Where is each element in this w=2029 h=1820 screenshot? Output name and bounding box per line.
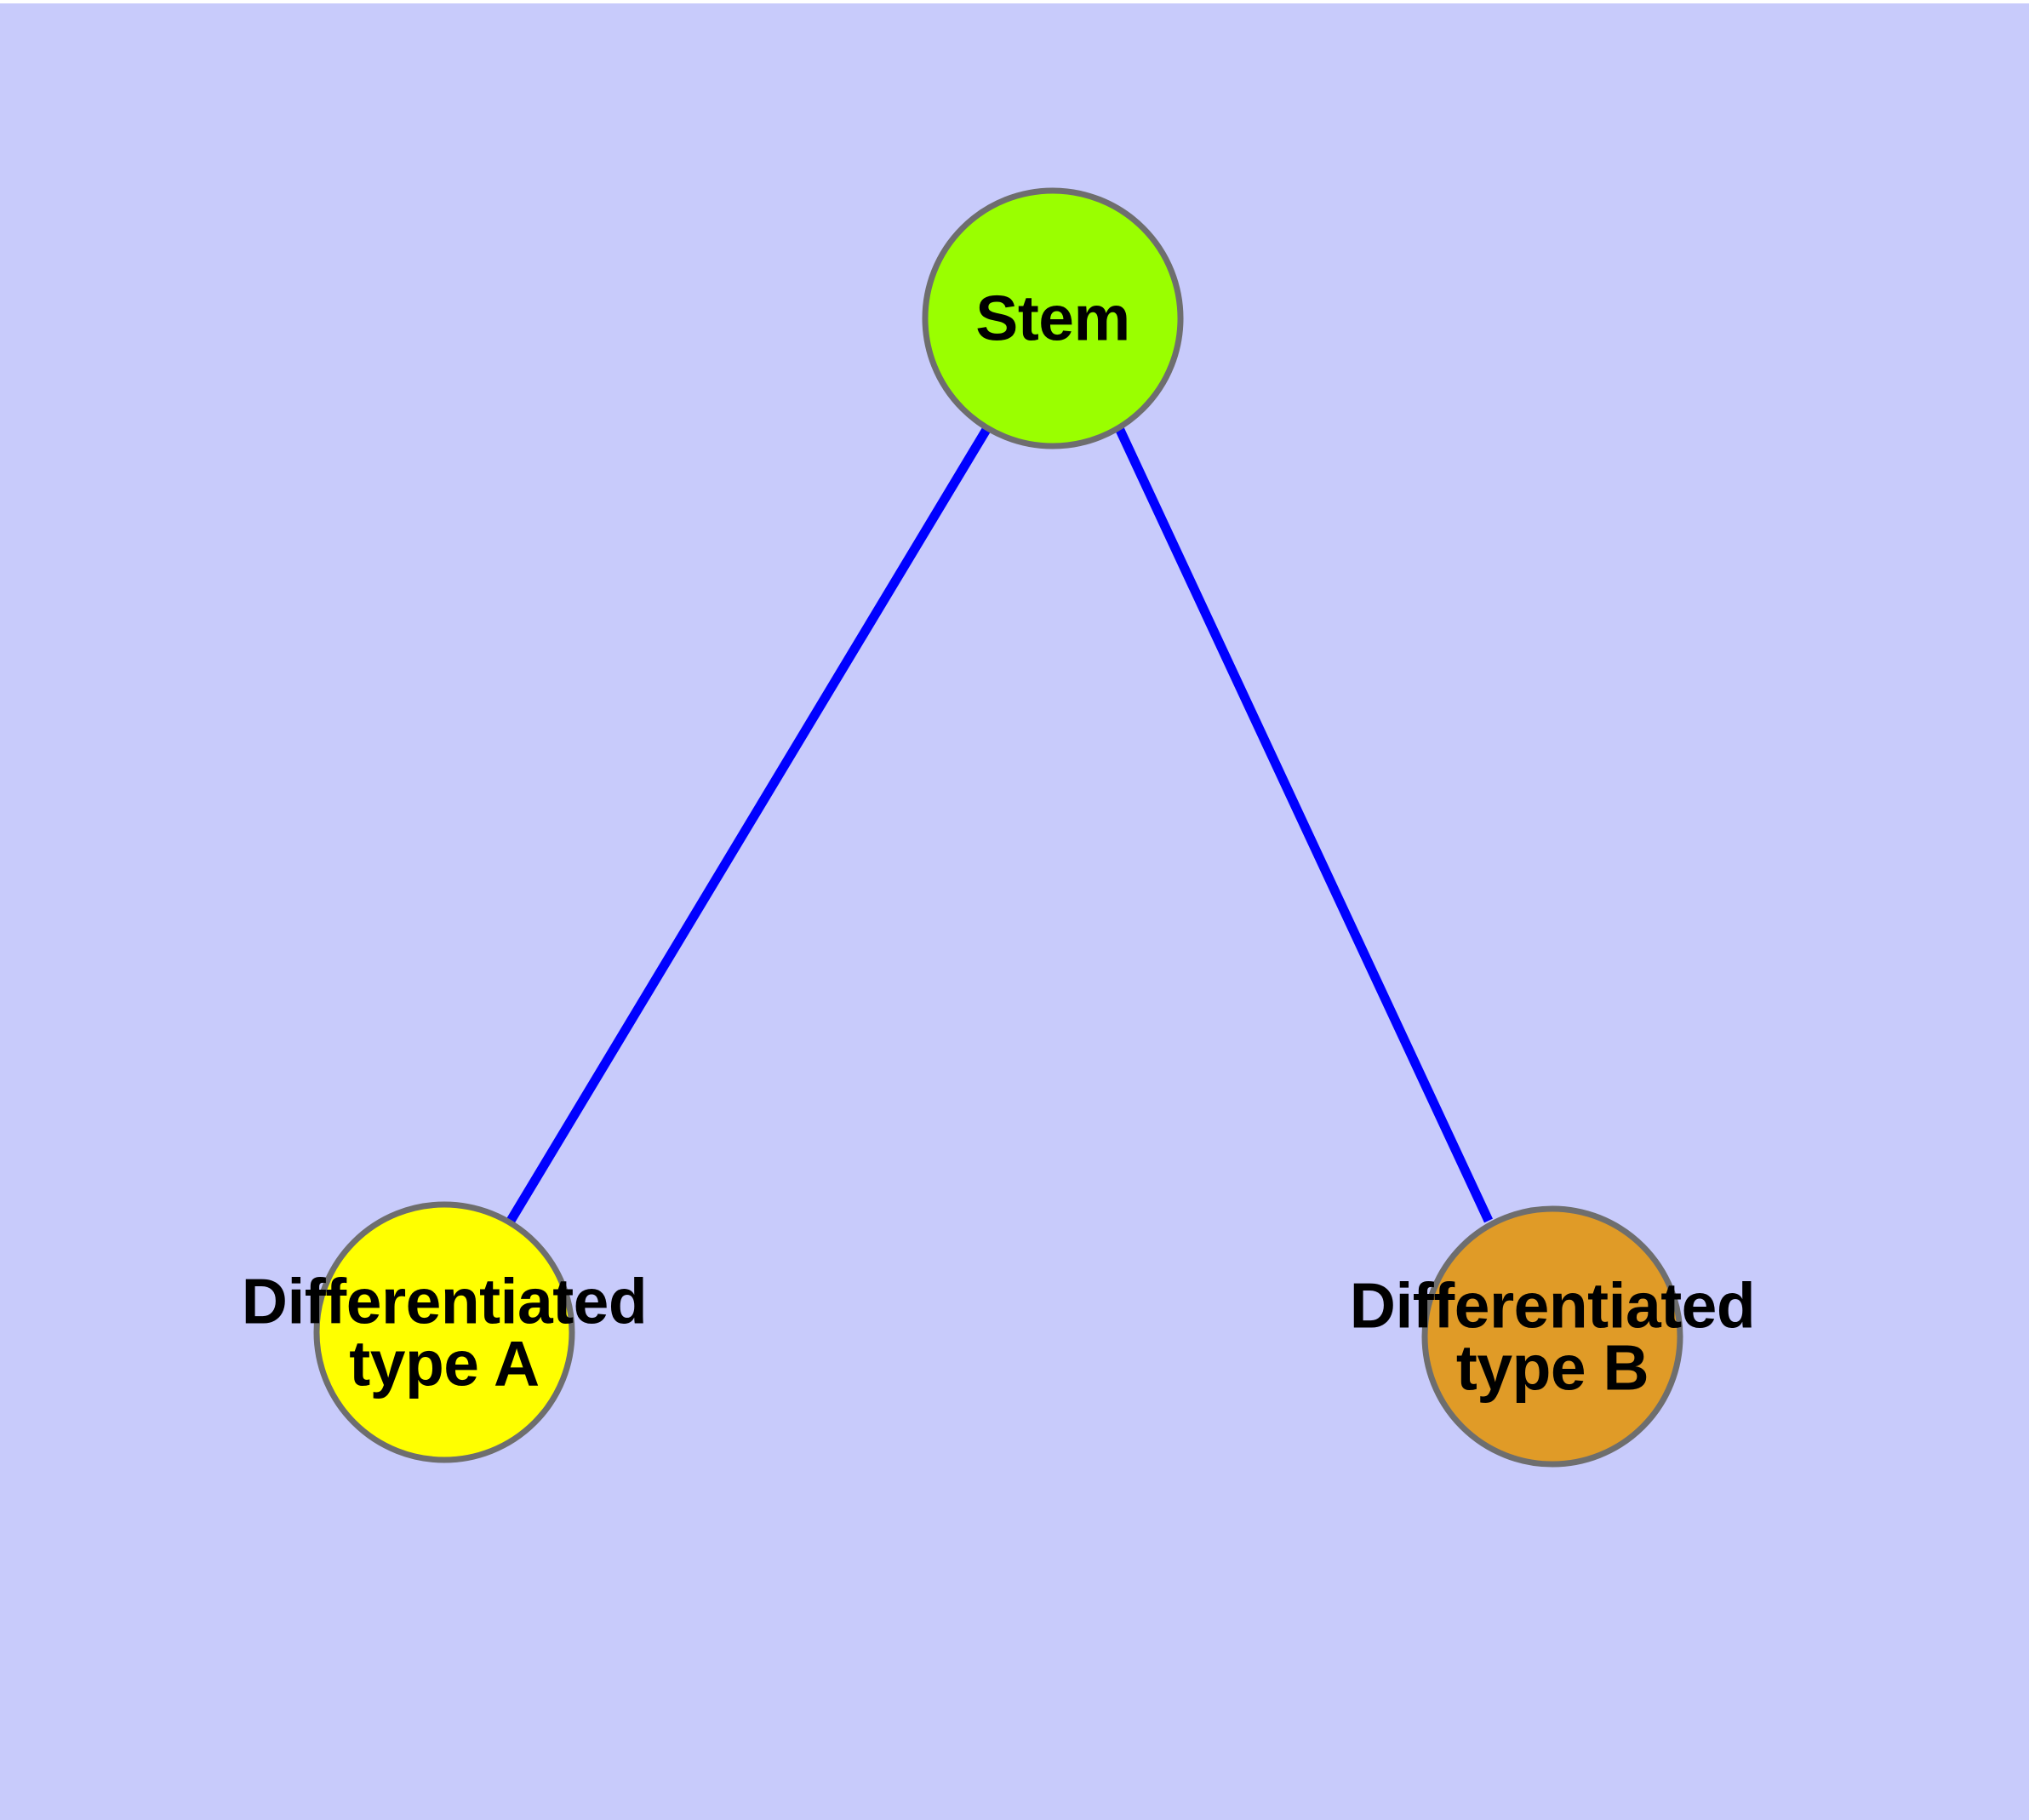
edge-stem-to-diff-b bbox=[1115, 426, 1493, 1223]
node-differentiated-type-a[interactable] bbox=[313, 1201, 575, 1463]
node-layer bbox=[313, 187, 1683, 1468]
edge-layer bbox=[506, 426, 1493, 1223]
node-differentiated-type-b[interactable] bbox=[1421, 1205, 1683, 1468]
edge-stem-to-diff-a bbox=[506, 426, 992, 1223]
node-stem[interactable] bbox=[922, 187, 1184, 449]
